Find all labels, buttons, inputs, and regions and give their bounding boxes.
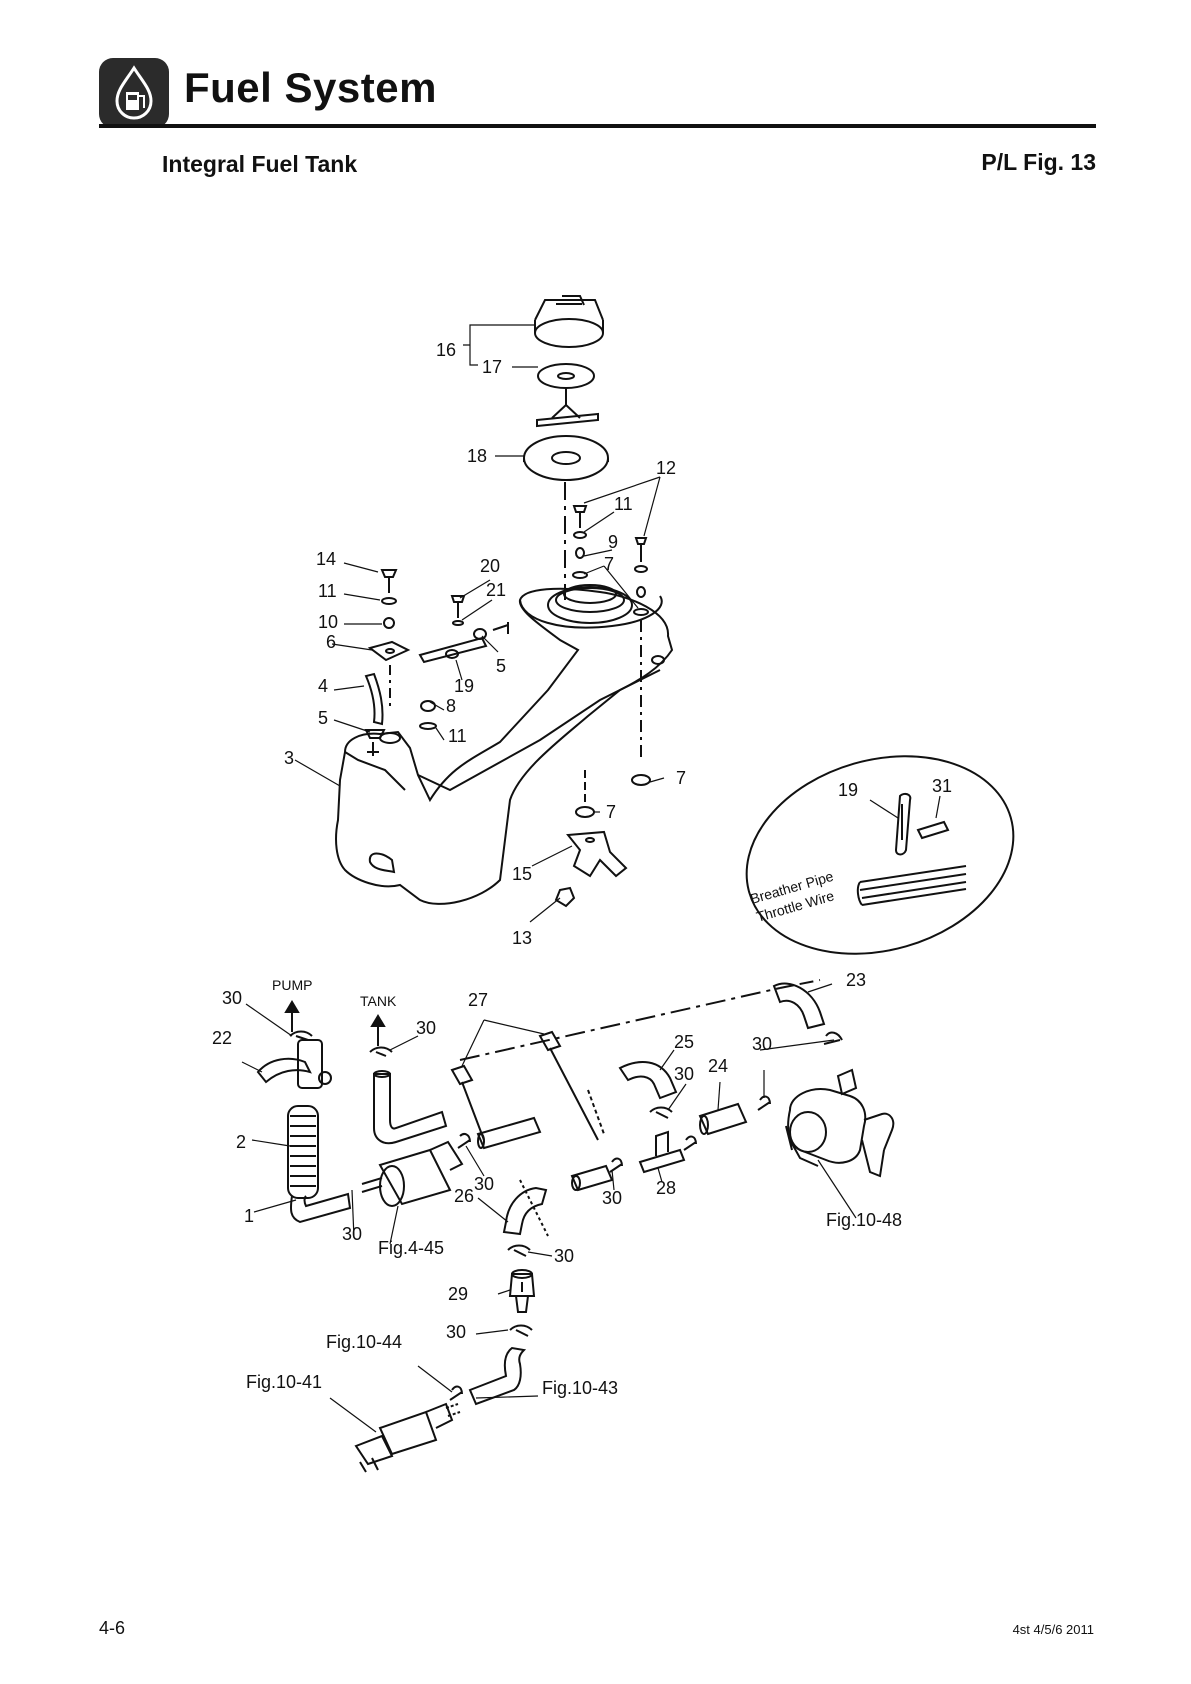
mounting-bracket-part [568,832,626,876]
tank-seal-washer-part [524,436,608,480]
callout: 7 [676,768,686,788]
callout: 15 [512,864,532,884]
tank-arrow-label: TANK [360,993,397,1009]
callout: 18 [467,446,487,466]
figure-ref-label: Fig.10-41 [246,1372,322,1392]
page-number: 4-6 [99,1618,125,1639]
callout: 30 [674,1064,694,1084]
callout: 24 [708,1056,728,1076]
screw-group-14 [370,570,408,710]
fuel-cap-part [535,296,603,347]
callout: 30 [752,1034,772,1054]
callout: 31 [932,776,952,796]
footer-note: 4st 4/5/6 2011 [1013,1622,1094,1637]
callout: 7 [604,554,614,574]
figure-ref-label: Fig.10-43 [542,1378,618,1398]
callout: 30 [602,1188,622,1208]
diagram-artwork [242,296,1037,1472]
callout: 30 [474,1174,494,1194]
callout: 5 [318,708,328,728]
callout: 30 [416,1018,436,1038]
breather-hose-part [366,674,384,738]
callout: 21 [486,580,506,600]
callout: 10 [318,612,338,632]
callout: 4 [318,676,328,696]
figure-ref-label: Fig.10-48 [826,1210,902,1230]
fuel-tank-part [336,585,672,904]
callout: 14 [316,549,336,569]
callout: 12 [656,458,676,478]
callout: 30 [222,988,242,1008]
callout: 30 [554,1246,574,1266]
callout: 26 [454,1186,474,1206]
cap-gasket-part [538,364,594,388]
callout: 29 [448,1284,468,1304]
cap-strap-part [537,388,598,426]
callout: 8 [446,696,456,716]
callout: 30 [342,1224,362,1244]
callout: 5 [496,656,506,676]
callout: 11 [614,494,633,514]
callout: 1 [244,1206,254,1226]
nut-part [556,888,574,906]
detail-inset [723,726,1037,984]
callout: 20 [480,556,500,576]
callout: 9 [608,532,618,552]
callout: 13 [512,928,532,948]
callout: 6 [326,632,336,652]
callout-labels: 16 17 18 12 11 9 7 14 20 21 11 10 6 5 19… [212,340,952,1398]
callout: 17 [482,357,502,377]
callout: 11 [318,581,337,601]
figure-ref-label: Fig.10-44 [326,1332,402,1352]
figure-ref-label: Fig.4-45 [378,1238,444,1258]
callout: 19 [454,676,474,696]
callout: 27 [468,990,488,1010]
callout: 22 [212,1028,232,1048]
callout: 28 [656,1178,676,1198]
bracket-group-19 [420,596,508,662]
callout: 30 [446,1322,466,1342]
leader-lines [242,325,940,1432]
callout: 16 [436,340,456,360]
pump-arrow-label: PUMP [272,977,312,993]
callout: 2 [236,1132,246,1152]
callout: 11 [448,726,467,746]
callout: 25 [674,1032,694,1052]
callout: 23 [846,970,866,990]
callout: 7 [606,802,616,822]
callout: 3 [284,748,294,768]
callout: 19 [838,780,858,800]
